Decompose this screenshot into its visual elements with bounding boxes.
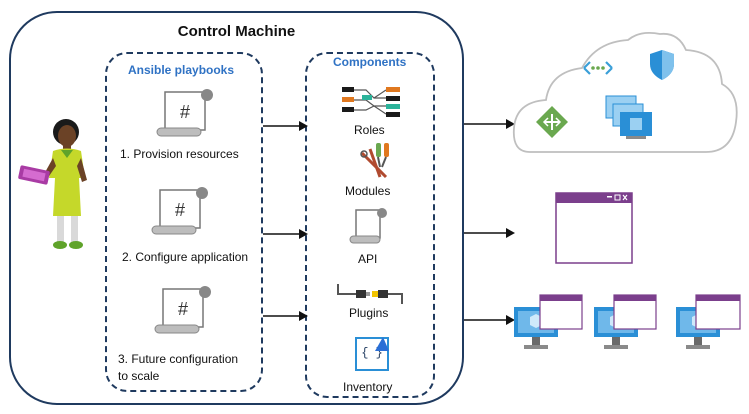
arrow-connector [263, 121, 308, 131]
user-person-icon [18, 119, 87, 249]
virtual-machine-monitor-icon [514, 294, 583, 349]
playbook-scroll-icon: # [151, 187, 208, 235]
arrow-connector [464, 228, 515, 238]
playbook-scroll-icon: # [154, 286, 211, 334]
scroll-hash-symbol: # [180, 102, 190, 122]
arrow-connector [263, 311, 308, 321]
plugins-icon [337, 284, 403, 304]
playbook-item-label: 2. Configure application [122, 250, 249, 264]
scroll-hash-symbol: # [178, 299, 188, 319]
cloud-icon [512, 31, 738, 153]
application-window-icon [555, 192, 633, 264]
playbook-item-label: 1. Provision resources [120, 147, 239, 161]
component-label: Roles [354, 123, 385, 137]
load-balancer-icon [536, 106, 568, 138]
security-shield-icon [650, 50, 674, 80]
arrow-connector [464, 119, 515, 129]
control-machine-title: Control Machine [177, 23, 296, 40]
virtual-machine-monitor-icon [594, 294, 657, 349]
inventory-icon: { } [355, 337, 389, 371]
component-label: API [358, 252, 378, 266]
playbook-item-label-line2: to scale [118, 369, 160, 383]
component-label: Plugins [349, 306, 389, 320]
virtual-machine-monitor-icon [676, 294, 741, 349]
component-label: Modules [345, 184, 391, 198]
components-title: Components [333, 55, 407, 69]
virtual-machines-icon [605, 95, 652, 139]
control-machine-box: Control Machine [9, 11, 464, 405]
api-icon [349, 208, 387, 244]
arrow-connector [263, 229, 308, 239]
component-label: Inventory [343, 380, 393, 394]
modules-icon [360, 143, 389, 179]
roles-icon [342, 87, 400, 117]
scroll-hash-symbol: # [175, 200, 185, 220]
playbook-item-label: 3. Future configuration [118, 352, 239, 366]
ansible-playbooks-group [105, 52, 263, 392]
inventory-corner-icon [375, 337, 389, 351]
virtual-network-icon [583, 61, 613, 75]
ansible-playbooks-title: Ansible playbooks [128, 63, 235, 77]
playbook-scroll-icon: # [156, 89, 213, 137]
arrow-connector [464, 315, 515, 325]
components-group [305, 52, 435, 398]
